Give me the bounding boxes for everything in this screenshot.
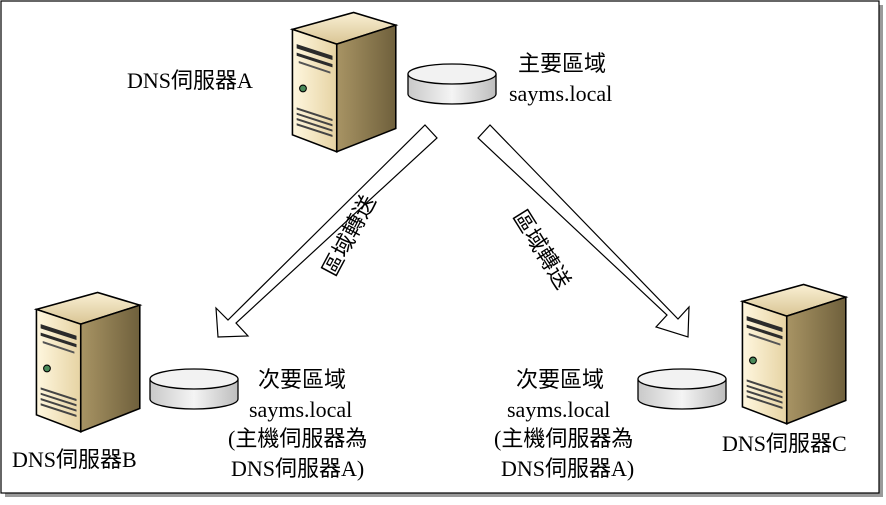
arrow-shape — [215, 124, 438, 338]
secondary-zone-b-domain: sayms.local — [249, 397, 352, 422]
arrow-shape — [477, 124, 690, 338]
server-a-label: DNS伺服器A — [127, 68, 253, 93]
primary-zone: 主要區域 sayms.local — [407, 51, 612, 106]
server-c: DNS伺服器C — [722, 283, 847, 456]
server-tower-icon — [741, 283, 847, 425]
server-c-label: DNS伺服器C — [722, 431, 847, 456]
server-tower-icon — [35, 291, 141, 433]
secondary-zone-b-title: 次要區域 — [258, 367, 346, 392]
server-b-label: DNS伺服器B — [12, 447, 137, 472]
primary-zone-title: 主要區域 — [518, 51, 606, 76]
secondary-zone-b: 次要區域 sayms.local (主機伺服器為 DNS伺服器A) — [149, 367, 367, 481]
secondary-zone-b-master-line2: DNS伺服器A) — [231, 456, 364, 481]
secondary-zone-c-master-line1: (主機伺服器為 — [494, 426, 633, 451]
primary-zone-domain: sayms.local — [509, 81, 612, 106]
server-b: DNS伺服器B — [12, 291, 141, 472]
secondary-zone-c-domain: sayms.local — [507, 397, 610, 422]
database-disk-icon — [407, 63, 497, 105]
database-disk-icon — [149, 368, 239, 410]
secondary-zone-c: 次要區域 sayms.local (主機伺服器為 DNS伺服器A) — [494, 367, 727, 481]
database-disk-icon — [637, 368, 727, 410]
secondary-zone-c-master-line2: DNS伺服器A) — [501, 456, 634, 481]
server-tower-icon — [291, 11, 397, 153]
secondary-zone-c-title: 次要區域 — [516, 367, 604, 392]
secondary-zone-b-master-line1: (主機伺服器為 — [228, 426, 367, 451]
server-a: DNS伺服器A — [127, 11, 397, 153]
